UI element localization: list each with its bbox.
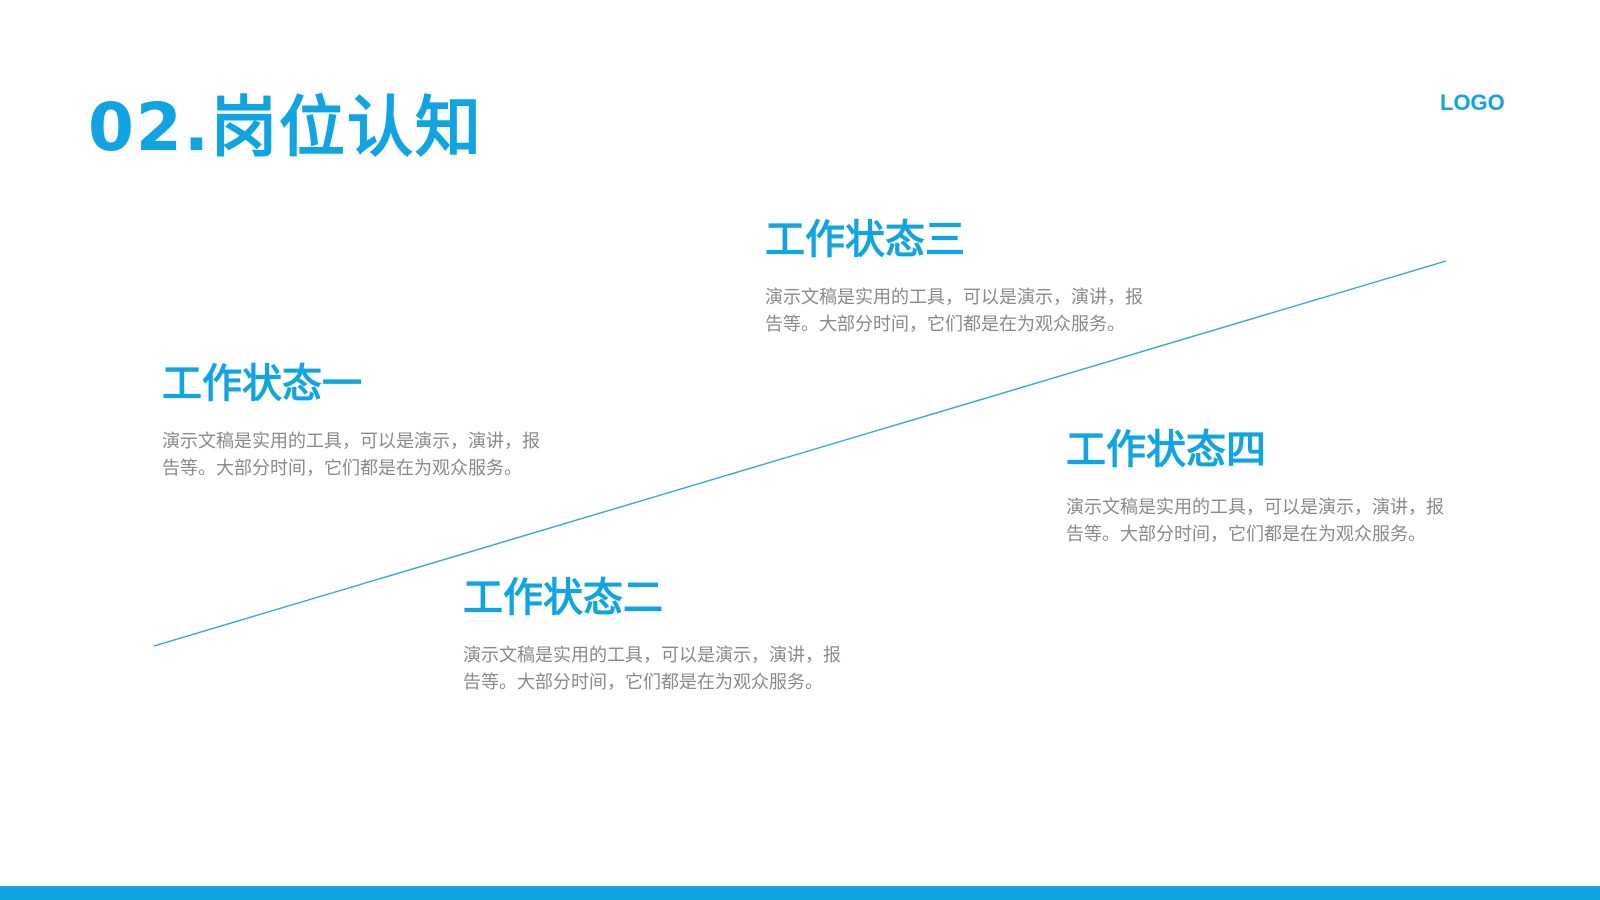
logo: LOGO [1440,90,1505,115]
work-state-4: 工作状态四 演示文稿是实用的工具，可以是演示，演讲，报告等。大部分时间，它们都是… [1066,426,1446,548]
bottom-accent-bar [0,886,1600,900]
work-state-1-text: 演示文稿是实用的工具，可以是演示，演讲，报告等。大部分时间，它们都是在为观众服务… [162,431,540,479]
work-state-3-text: 演示文稿是实用的工具，可以是演示，演讲，报告等。大部分时间，它们都是在为观众服务… [765,287,1143,335]
work-state-4-heading: 工作状态四 [1066,427,1266,473]
slide-title: 02.岗位认知 [88,89,483,166]
work-state-3-heading: 工作状态三 [765,217,965,263]
work-state-4-text: 演示文稿是实用的工具，可以是演示，演讲，报告等。大部分时间，它们都是在为观众服务… [1066,497,1444,545]
work-state-2-text: 演示文稿是实用的工具，可以是演示，演讲，报告等。大部分时间，它们都是在为观众服务… [463,645,841,693]
work-state-2: 工作状态二 演示文稿是实用的工具，可以是演示，演讲，报告等。大部分时间，它们都是… [463,574,843,696]
work-state-1-heading: 工作状态一 [162,361,362,407]
work-state-3: 工作状态三 演示文稿是实用的工具，可以是演示，演讲，报告等。大部分时间，它们都是… [765,216,1145,338]
work-state-1: 工作状态一 演示文稿是实用的工具，可以是演示，演讲，报告等。大部分时间，它们都是… [162,360,542,482]
work-state-2-heading: 工作状态二 [463,575,663,621]
